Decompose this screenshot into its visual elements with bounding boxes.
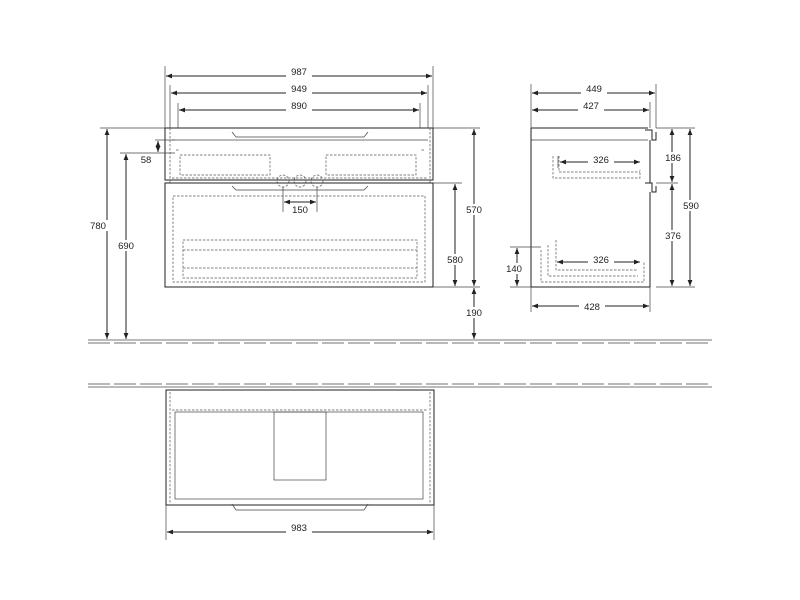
dim-label-drawer-top-depth: 326 [593,155,609,166]
side-upper-drawer-dashed [552,156,641,179]
dim-label-bg [578,101,604,112]
dim-label-bg [661,152,685,163]
dim-label-bg [286,84,312,95]
dim-label-top-cutout: 58 [141,155,152,166]
side-view: 449 427 326 326 428 [503,84,703,313]
dim-label-height-cabinet: 570 [466,205,482,216]
front-left-mount-mark [169,128,180,183]
top-drawer-cutout [273,411,327,481]
front-top-handle [231,131,369,138]
front-cabinet-inner-dashed [172,195,426,283]
dim-label-side-depth-bottom: 428 [584,302,600,313]
dim-label-bg [462,204,486,215]
side-top-handle [645,129,657,141]
front-top-drawer-left-dashed [179,154,271,176]
dim-label-siphon-spacing: 150 [292,205,308,216]
dim-label-side-depth-overall: 449 [586,84,602,95]
side-bottom-handle [645,182,657,193]
dim-label-bg [443,254,467,265]
dim-label-bg [588,254,614,265]
dim-label-bg [286,523,312,534]
dim-label-bg [581,84,607,95]
side-lower-drawer-dashed-inner [547,245,638,277]
front-cabinet-outline [164,182,434,288]
dim-label-width-basin: 949 [291,84,307,95]
dim-label-bg [96,220,118,231]
side-upper-drawer-dashed-inner [558,156,640,173]
top-front-handle [231,503,369,511]
siphon-icon-left [276,174,290,188]
front-basin-outline [164,127,434,181]
side-lower-drawer-dashed-back [555,240,638,271]
front-top-drawer-right-dashed [325,154,417,176]
dim-label-bg [286,101,312,112]
dim-label-bg [462,307,486,318]
dim-label-height-front: 580 [447,255,463,266]
front-view: 987 949 890 58 150 780 690 570 [88,66,712,344]
side-lower-drawer-dashed [540,250,645,283]
dim-label-bg [113,240,139,251]
dim-label-drawer-bottom-depth: 326 [593,255,609,266]
front-lower-drawer-dashed [182,239,418,279]
dim-label-bottom-cutout: 140 [506,264,522,275]
dim-label-height-total: 780 [90,221,106,232]
top-basin-dashed [169,392,431,503]
top-outline [165,389,435,506]
top-view: 983 [88,383,712,540]
dim-label-top-width: 983 [291,523,307,534]
dim-label-side-depth-cabinet: 427 [583,101,599,112]
dim-label-drawer-bottom-height: 376 [665,231,681,242]
dim-label-bg [503,263,529,274]
dim-label-floor-clearance: 190 [466,308,482,319]
dim-label-bg [679,200,703,211]
top-basin-outline [174,411,424,500]
front-right-mount-mark [420,128,431,183]
dim-label-drawer-top-height: 186 [665,153,681,164]
dim-label-bg [661,230,685,241]
siphon-icon-right [310,174,324,188]
dim-label-width-inner: 890 [291,101,307,112]
dim-label-side-height-total: 590 [683,201,699,212]
dim-label-width-overall: 987 [291,67,307,78]
siphon-icon-center [293,174,307,188]
front-drawer-handle [231,185,369,191]
dim-label-bg [286,67,312,78]
dim-label-bg [588,154,614,165]
dim-label-bg [579,301,605,312]
dim-label-height-to-top: 690 [118,241,134,252]
